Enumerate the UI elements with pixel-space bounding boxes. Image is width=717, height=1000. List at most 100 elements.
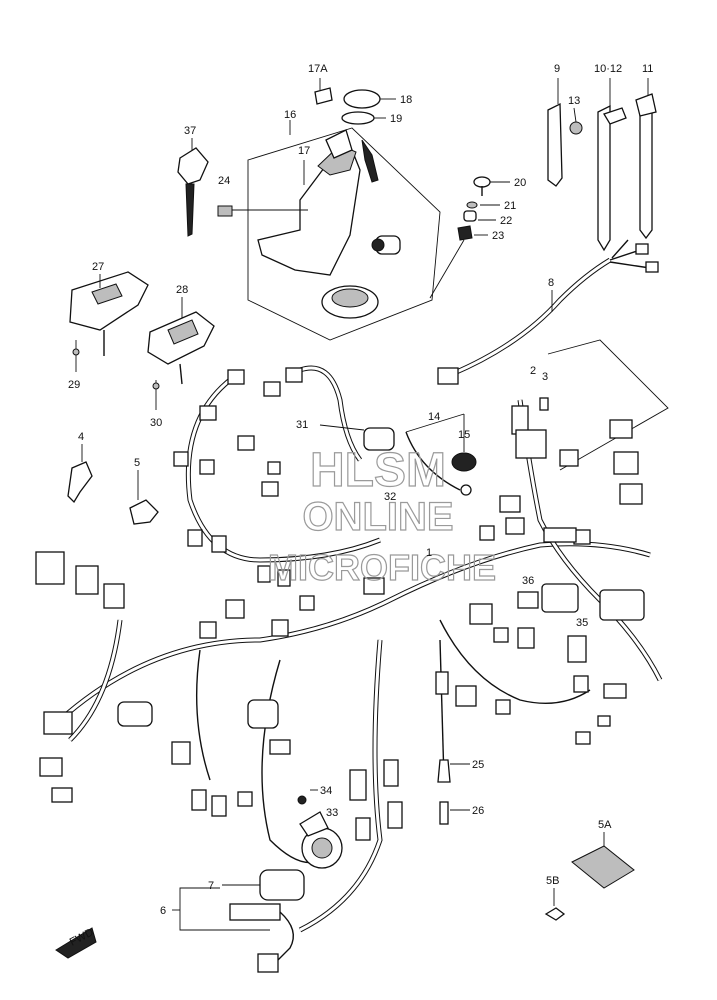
seat-lock-face xyxy=(371,238,385,252)
clamp-11 xyxy=(639,102,653,240)
callout-23: 23 xyxy=(492,230,504,242)
label-5b-shape xyxy=(544,907,566,921)
watermark-line1: HLSM xyxy=(310,444,446,497)
screw-20-head xyxy=(473,176,491,188)
connector-d1 xyxy=(559,449,579,467)
ecu-connector-a xyxy=(541,583,579,613)
callout-21: 21 xyxy=(504,200,516,212)
part-31-body xyxy=(363,427,395,451)
callout-17a: 17A xyxy=(308,63,328,75)
screw-30 xyxy=(152,382,160,390)
sub-harness-8-cable-inner xyxy=(451,258,611,376)
connector-b1 xyxy=(35,551,65,585)
callout-25: 25 xyxy=(472,759,484,771)
callout-16: 16 xyxy=(284,109,296,121)
sub-harness-8-outline xyxy=(547,339,669,471)
relay-27-body xyxy=(69,271,149,331)
horn-33 xyxy=(297,789,343,869)
callout-11: 11 xyxy=(642,63,653,75)
key-head xyxy=(177,147,209,185)
connector-a17 xyxy=(299,595,315,611)
cover-7 xyxy=(259,869,305,901)
cover-7-harness-6 xyxy=(172,869,305,973)
callout-35: 35 xyxy=(576,617,588,629)
screw-stack xyxy=(429,176,510,299)
connector-a7 xyxy=(199,459,215,475)
callout-8: 8 xyxy=(548,277,554,289)
label-5a-shape xyxy=(571,845,635,889)
connector-a4 xyxy=(199,405,217,421)
callout-4: 4 xyxy=(78,431,84,443)
callout-33: 33 xyxy=(326,807,338,819)
harness-clip xyxy=(543,527,577,543)
connector-c9 xyxy=(479,525,495,541)
connector-a5 xyxy=(237,435,255,451)
ignition-key-blade xyxy=(361,139,379,183)
part-19-ring xyxy=(341,111,375,125)
clip-5 xyxy=(129,499,159,525)
relay-27-top xyxy=(91,283,123,305)
connector-a11 xyxy=(211,535,227,553)
connector-d2 xyxy=(609,419,633,439)
sensor-25-plug xyxy=(435,671,449,695)
connector-a15 xyxy=(199,621,217,639)
connector-a10 xyxy=(187,529,203,547)
connector-b8 xyxy=(247,699,279,729)
connector-d3 xyxy=(613,451,639,475)
connector-a14 xyxy=(225,599,245,619)
main-trunk-inner xyxy=(59,542,651,722)
connector-b9 xyxy=(171,741,191,765)
callout-14: 14 xyxy=(428,411,440,423)
callout-36: 36 xyxy=(522,575,534,587)
sub-harness-8-term1 xyxy=(645,261,659,273)
connector-a2 xyxy=(263,381,281,397)
sub-harness-8-connector xyxy=(437,367,459,385)
callout-6: 6 xyxy=(160,905,166,917)
bolt-13-shape xyxy=(569,121,583,135)
relay-27-28 xyxy=(69,271,215,410)
sensors-upper xyxy=(319,413,477,496)
connector-b6 xyxy=(39,757,63,777)
connector-c1 xyxy=(363,577,385,595)
connector-c3 xyxy=(493,627,509,643)
callout-3: 3 xyxy=(542,371,548,383)
connector-c5 xyxy=(455,685,477,707)
spacer-22 xyxy=(463,210,477,222)
lower-wire-c xyxy=(195,649,211,781)
connector-c7 xyxy=(499,495,521,513)
harness-6-cable xyxy=(269,911,294,969)
connector-35 xyxy=(567,635,587,663)
connector-a8 xyxy=(261,481,279,497)
connector-b12 xyxy=(237,791,253,807)
connector-b11 xyxy=(211,795,227,817)
band-10-12-head xyxy=(603,107,627,125)
leader-13 xyxy=(573,107,577,123)
part-17a-shape xyxy=(314,87,333,105)
watermark-line3: MICROFICHE xyxy=(268,547,496,588)
lower-branch-inner xyxy=(299,639,382,932)
connector-a6 xyxy=(173,451,189,467)
band-10-12 xyxy=(597,104,611,252)
key-blade xyxy=(185,183,195,237)
callout-26: 26 xyxy=(472,805,484,817)
horn-33-bracket xyxy=(299,811,329,837)
bolt-24-shape xyxy=(217,205,233,217)
callout-5a: 5A xyxy=(598,819,612,831)
callout-7: 7 xyxy=(208,880,214,892)
connector-b14 xyxy=(349,769,367,801)
callout-18: 18 xyxy=(400,94,412,106)
sensor-25-group xyxy=(435,671,470,825)
connector-36 xyxy=(517,591,539,609)
bracket-6-arms xyxy=(186,887,270,931)
horn-33-center xyxy=(311,837,333,859)
connector-b2 xyxy=(75,565,99,595)
harness-6-plug xyxy=(257,953,279,973)
sensor-25-probe xyxy=(437,759,451,783)
leader-16-to-23 xyxy=(429,239,465,299)
screw-29 xyxy=(72,348,80,356)
part-15-cap xyxy=(451,452,477,472)
labels-5a-5b xyxy=(544,832,635,921)
callout-9: 9 xyxy=(554,63,560,75)
bracket-9 xyxy=(547,102,563,187)
